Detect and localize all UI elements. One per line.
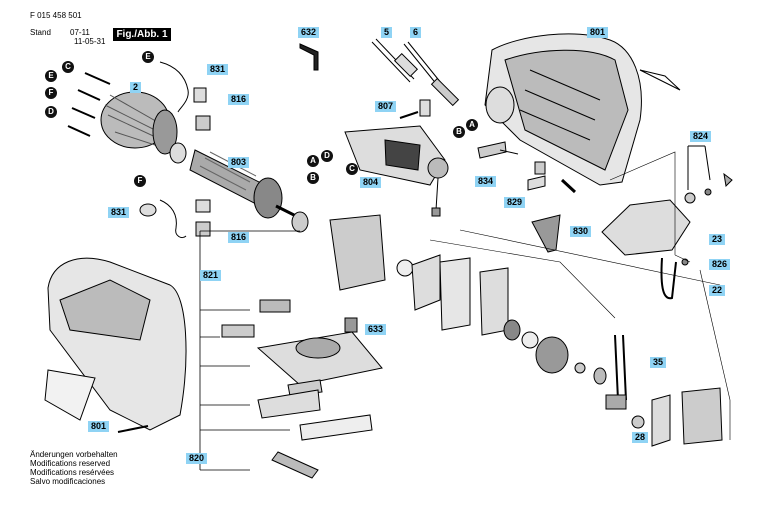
footer-line-fr: Modifications resérvées xyxy=(30,468,115,477)
lever-830 xyxy=(531,214,561,253)
callout-e-top: E xyxy=(142,51,154,63)
callout-b-switch: B xyxy=(307,172,319,184)
label-830: 830 xyxy=(570,226,592,237)
label-23: 23 xyxy=(709,234,726,245)
stand-mark: 07-11 xyxy=(70,28,90,37)
label-820: 820 xyxy=(186,453,208,464)
brush-holder-top xyxy=(193,87,207,103)
label-5: 5 xyxy=(381,27,393,38)
footer-line-es: Salvo modificaciones xyxy=(30,477,106,486)
label-632: 632 xyxy=(298,27,320,38)
label-804: 804 xyxy=(360,177,382,188)
stroke-rod xyxy=(614,334,627,401)
callout-b-plunger: B xyxy=(453,126,465,138)
label-633: 633 xyxy=(365,324,387,335)
label-801-bottom: 801 xyxy=(88,421,110,432)
footer-line-de: Änderungen vorbehalten xyxy=(30,450,118,459)
part-number: F 015 458 501 xyxy=(30,11,82,20)
label-22: 22 xyxy=(709,285,726,296)
callout-e-left: E xyxy=(45,70,57,82)
callout-c-switch: C xyxy=(346,163,358,175)
blade-clamp xyxy=(271,451,319,479)
plunger-sleeve xyxy=(393,52,419,78)
label-816-top: 816 xyxy=(228,94,250,105)
gear-plate xyxy=(329,214,386,291)
label-801-top: 801 xyxy=(587,27,609,38)
footer-line-en: Modifications reserved xyxy=(30,459,111,468)
label-834: 834 xyxy=(475,176,497,187)
main-gear xyxy=(535,336,569,374)
label-821: 821 xyxy=(200,270,222,281)
stand-label: Stand xyxy=(30,28,51,37)
label-831-top: 831 xyxy=(207,64,229,75)
label-803: 803 xyxy=(228,157,250,168)
slide xyxy=(256,331,383,386)
callout-a-plunger: A xyxy=(466,119,478,131)
label-2: 2 xyxy=(130,82,142,93)
label-829: 829 xyxy=(504,197,526,208)
label-816-mid: 816 xyxy=(228,232,250,243)
piston xyxy=(259,299,291,313)
callout-f-mid: F xyxy=(134,175,146,187)
label-6: 6 xyxy=(410,27,422,38)
label-824: 824 xyxy=(690,131,712,142)
callout-a-switch: A xyxy=(307,155,319,167)
callout-f-left: F xyxy=(45,87,57,99)
label-807: 807 xyxy=(375,101,397,112)
label-826: 826 xyxy=(709,259,731,270)
label-28: 28 xyxy=(632,432,649,443)
hex-key xyxy=(299,43,319,71)
revision-date: 11-05-31 xyxy=(74,37,106,46)
brush-holder-mid xyxy=(195,199,211,213)
label-35: 35 xyxy=(650,357,667,368)
base-plate xyxy=(601,199,691,256)
figure-label: Fig./Abb. 1 xyxy=(113,28,171,41)
callout-d-left: D xyxy=(45,106,57,118)
callout-c-left: C xyxy=(62,61,74,73)
label-831-mid: 831 xyxy=(108,207,130,218)
footer-notes: Änderungen vorbehalten Modifications res… xyxy=(30,450,118,486)
callout-d-switch: D xyxy=(321,150,333,162)
